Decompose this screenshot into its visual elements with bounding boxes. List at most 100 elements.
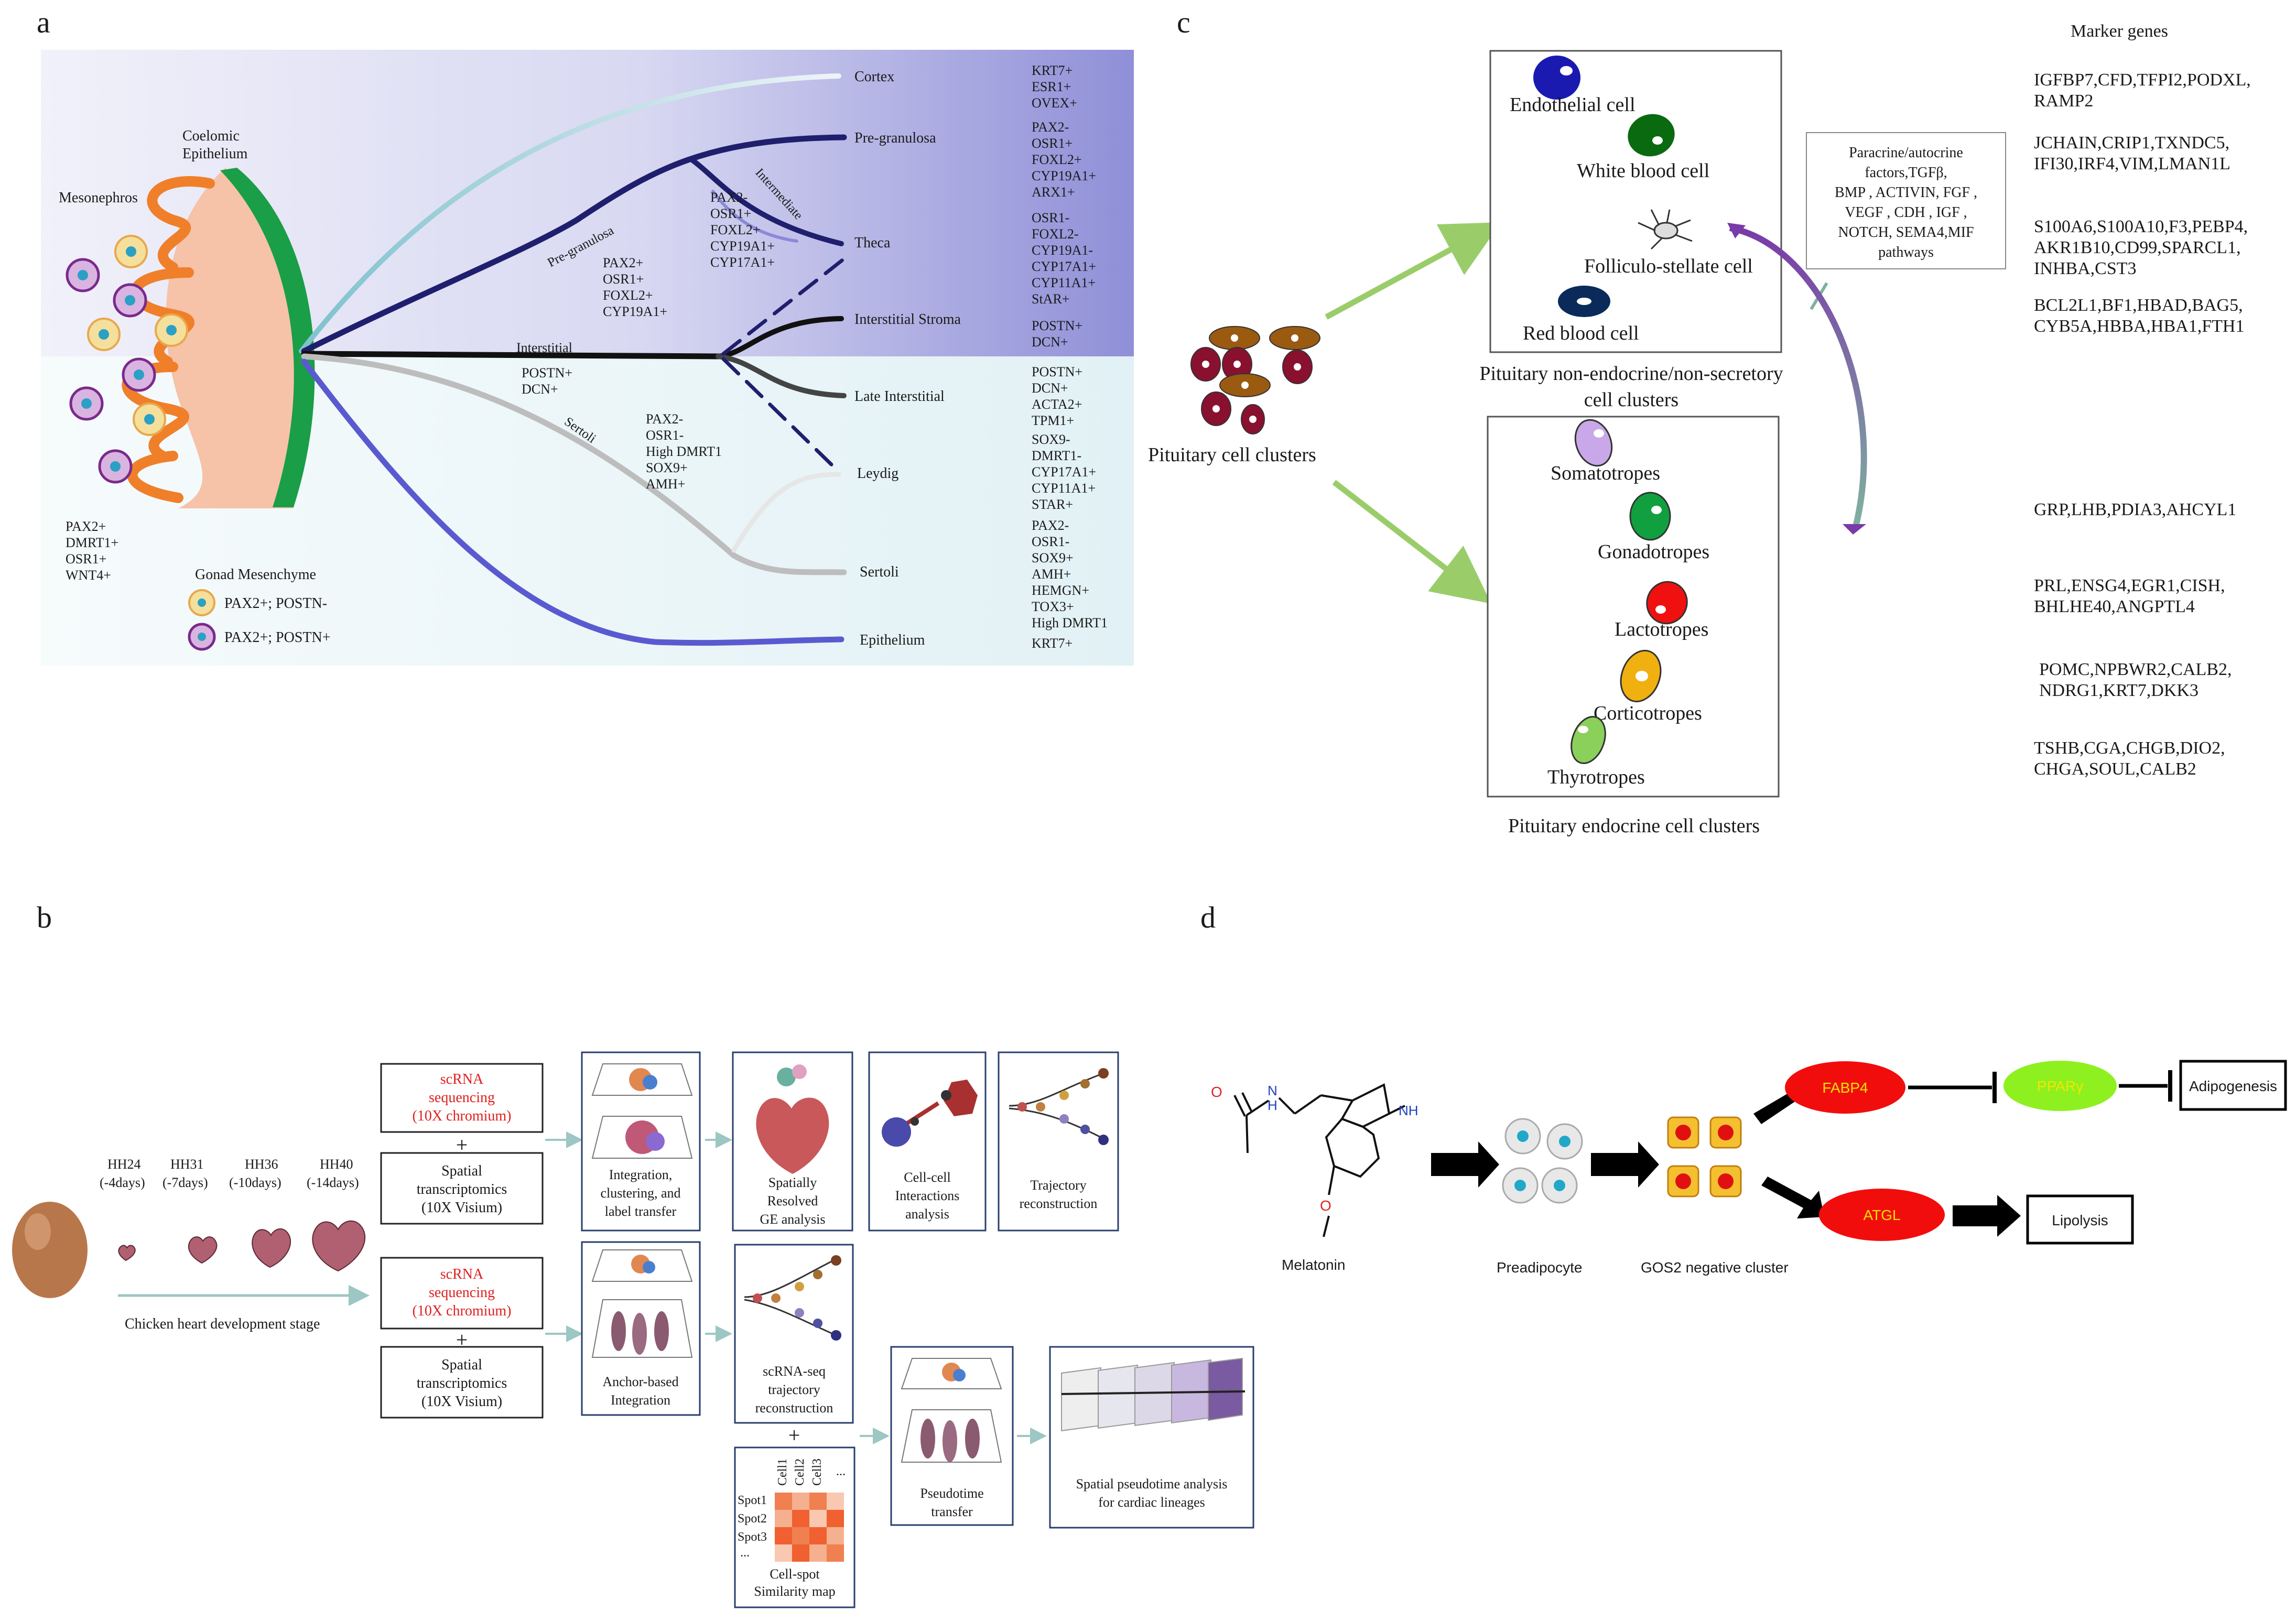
matrix-row: Spot2 (738, 1512, 767, 1526)
cell-corticotropes: Corticotropes (1594, 702, 1702, 724)
adipogenesis-label: Adipogenesis (2189, 1078, 2277, 1094)
paracrine-arc-arrow (1729, 225, 1867, 528)
scrna-label: sequencing (429, 1090, 495, 1106)
pituitary-clusters-label: Pituitary cell clusters (1148, 444, 1316, 466)
scrna-box-bottom (380, 1257, 544, 1330)
gos2-negative-cells (1667, 1116, 1742, 1198)
marker-line: JCHAIN,CRIP1,TXNDC5, (2034, 133, 2229, 153)
non-endocrine-caption-2: cell clusters (1584, 389, 1678, 411)
fate-marker: CYP11A1+ (1032, 481, 1096, 496)
atom-oxygen-carbonyl: O (1211, 1084, 1222, 1100)
melatonin-label: Melatonin (1282, 1257, 1345, 1273)
pregranulosa-marker: OSR1+ (603, 271, 644, 287)
mesenchyme-cells (66, 235, 188, 484)
theca-lineage (689, 157, 844, 246)
fate-marker: OSR1- (1032, 534, 1069, 549)
fate-markers-leydig: SOX9- DMRT1- CYP17A1+ CYP11A1+ STAR+ (1032, 432, 1096, 512)
spatial-label: (10X Visium) (421, 1394, 502, 1410)
atom-indole-nh: NH (1399, 1103, 1418, 1118)
gonadotrope-icon (1629, 492, 1671, 541)
panel-letter-d: d (1200, 900, 1216, 934)
spatial-label: Spatial (441, 1357, 482, 1373)
non-endocrine-box (1489, 50, 1782, 353)
left-marker-3: OSR1+ (66, 551, 106, 567)
marker-line: PRL,ENSG4,EGR1,CISH, (2034, 576, 2225, 595)
interstitial-lineage (301, 351, 721, 360)
intermediate-marker: PAX2- (710, 190, 748, 205)
fate-marker: SOX9- (1032, 432, 1070, 447)
fate-markers-interstitial-stroma: POSTN+ DCN+ (1032, 318, 1082, 350)
mesonephros-label: Mesonephros (59, 190, 138, 206)
box-label: transfer (931, 1504, 973, 1519)
marker-genes-title: Marker genes (2071, 21, 2168, 41)
box-label: Cell-spot (770, 1566, 820, 1582)
non-endocrine-caption-1: Pituitary non-endocrine/non-secretory (1479, 363, 1783, 385)
box-label: Integration, (609, 1167, 673, 1182)
pituitary-cluster-icon (1190, 326, 1320, 434)
endocrine-box (1487, 416, 1780, 798)
intermediate-marker: FOXL2+ (710, 222, 761, 237)
matrix-col: Cell1 (776, 1458, 789, 1486)
endothelial-cell-icon (1533, 56, 1580, 100)
heart-hh40 (312, 1220, 366, 1272)
fate-marker: CYP17A1+ (1032, 259, 1096, 274)
heart-hh24 (118, 1245, 136, 1261)
plus-sign: + (456, 1328, 468, 1352)
marker-line: IGFBP7,CFD,TFPI2,PODXL, (2034, 70, 2251, 90)
heart-hh31 (188, 1236, 218, 1264)
stage-name: HH24 (107, 1157, 141, 1172)
fate-epithelium: Epithelium (860, 632, 925, 648)
panel-b: HH24 (-4days) HH31 (-7days) HH36 (-10day… (12, 1051, 1254, 1608)
plus-sign: + (456, 1133, 468, 1157)
atom-amide-n: N (1268, 1083, 1277, 1098)
fate-marker: FOXL2- (1032, 226, 1079, 242)
adipogenesis-box (2179, 1060, 2287, 1111)
cell-lactotropes: Lactotropes (1615, 618, 1708, 640)
box-label: Pseudotime (920, 1486, 983, 1501)
integration-box: Integration, clustering, and label trans… (581, 1051, 701, 1232)
fate-marker: STAR+ (1032, 497, 1073, 512)
box-label: clustering, and (600, 1185, 680, 1201)
fate-markers-sertoli: PAX2- OSR1- SOX9+ AMH+ HEMGN+ TOX3+ High… (1032, 518, 1108, 630)
fate-marker: CYP11A1+ (1032, 275, 1096, 290)
pparg-label: PPARγ (2037, 1078, 2083, 1094)
pseudotime-transfer-box: Pseudotime transfer (890, 1346, 1014, 1526)
fate-marker: ARX1+ (1032, 184, 1075, 200)
stage-hearts (118, 1220, 366, 1272)
cortex-lineage (299, 73, 841, 354)
stage-days: (-10days) (229, 1175, 281, 1190)
folliculo-stellate-icon (1638, 209, 1693, 250)
fate-marker: StAR+ (1032, 291, 1069, 307)
fabp4-node (1785, 1061, 1905, 1114)
box-label: Integration (611, 1392, 670, 1408)
marker-line: RAMP2 (2034, 91, 2093, 111)
stage-caption: Chicken heart development stage (125, 1316, 320, 1332)
spatial-label: (10X Visium) (421, 1200, 502, 1216)
fate-markers-late-interstitial: POSTN+ DCN+ ACTA2+ TPM1+ (1032, 364, 1082, 428)
stage-days: (-4days) (100, 1175, 145, 1190)
stage-labels: HH24 (-4days) HH31 (-7days) HH36 (-10day… (100, 1157, 359, 1190)
left-marker-4: WNT4+ (66, 568, 111, 583)
fate-marker: CYP17A1+ (1032, 464, 1096, 480)
paracrine-line: NOTCH, SEMA4,MIF (1838, 224, 1974, 241)
fate-late-interstitial: Late Interstitial (854, 388, 945, 405)
marker-line: AKR1B10,CD99,SPARCL1, (2034, 238, 2241, 257)
paracrine-line: Paracrine/autocrine (1849, 145, 1963, 161)
fate-marker: KRT7+ (1032, 636, 1073, 651)
box-label: Spatial pseudotime analysis (1076, 1476, 1228, 1492)
lipolysis-box (2026, 1194, 2134, 1245)
paracrine-line: BMP , ACTIVIN, FGF , (1835, 184, 1977, 201)
trajectory-box: Trajectory reconstruction (998, 1051, 1119, 1232)
box-label: analysis (905, 1206, 949, 1222)
marker-line: BHLHE40,ANGPTL4 (2034, 597, 2195, 616)
fate-marker: FOXL2+ (1032, 152, 1082, 167)
fate-marker: CYP19A1+ (1032, 168, 1096, 183)
fate-marker: ACTA2+ (1032, 397, 1082, 412)
marker-list-white-blood: JCHAIN,CRIP1,TXNDC5, IFI30,IRF4,VIM,LMAN… (2034, 133, 2230, 173)
matrix-row: ... (740, 1546, 750, 1560)
atom-oxygen-methoxy: O (1320, 1198, 1331, 1214)
scrna-label: scRNA (440, 1071, 484, 1087)
egg-image (12, 1202, 88, 1298)
panel-letter-c: c (1177, 5, 1190, 39)
